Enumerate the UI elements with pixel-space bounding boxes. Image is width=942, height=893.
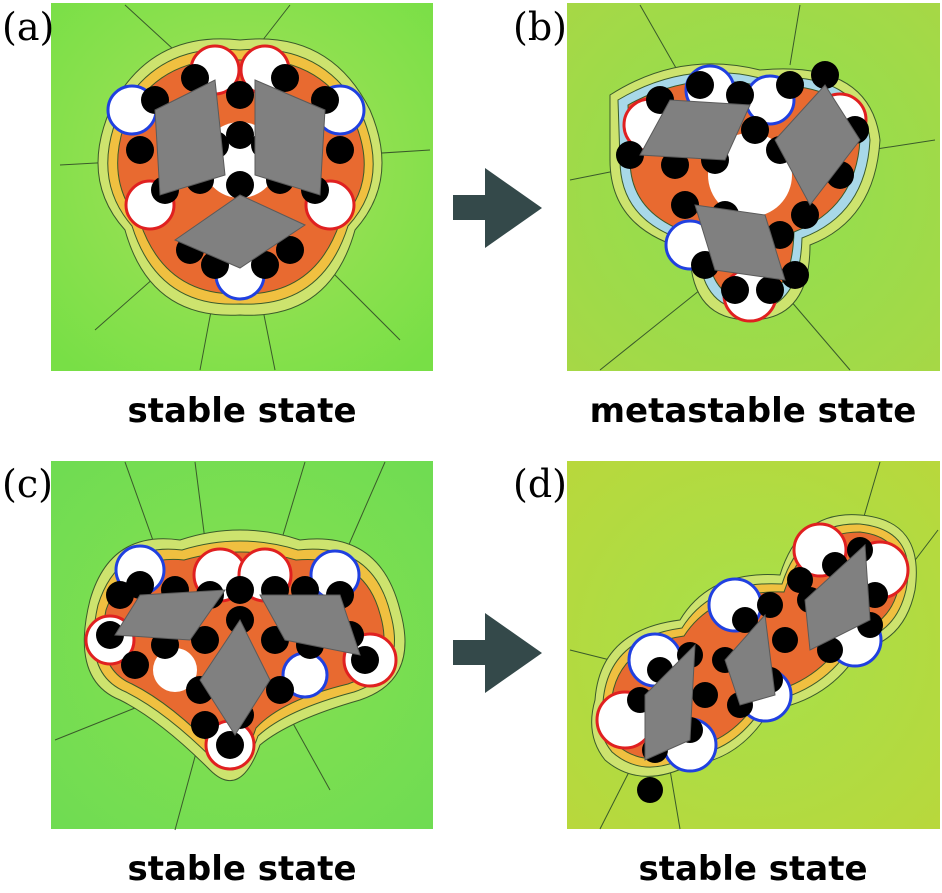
caption-b: metastable state: [589, 391, 917, 431]
arrow-c-to-d: [453, 613, 542, 693]
panel-c: [51, 461, 433, 831]
caption-a: stable state: [127, 391, 357, 431]
panel-label-b: (b): [513, 5, 567, 49]
panel-d: [567, 461, 940, 830]
panel-b: [567, 3, 940, 371]
panel-a: [51, 3, 433, 371]
panel-label-d: (d): [513, 462, 567, 506]
panel-d-contour-lines: [569, 461, 939, 830]
panel-label-c: (c): [2, 462, 53, 506]
caption-d: stable state: [638, 849, 868, 889]
panel-d-rhombi: [644, 543, 871, 761]
panel-b-rhombi: [639, 84, 861, 281]
panel-label-a: (a): [2, 5, 55, 49]
caption-c: stable state: [127, 849, 357, 889]
panel-c-rhombi: [114, 589, 361, 736]
arrow-a-to-b: [453, 168, 542, 248]
panel-a-rhombi: [154, 79, 326, 269]
